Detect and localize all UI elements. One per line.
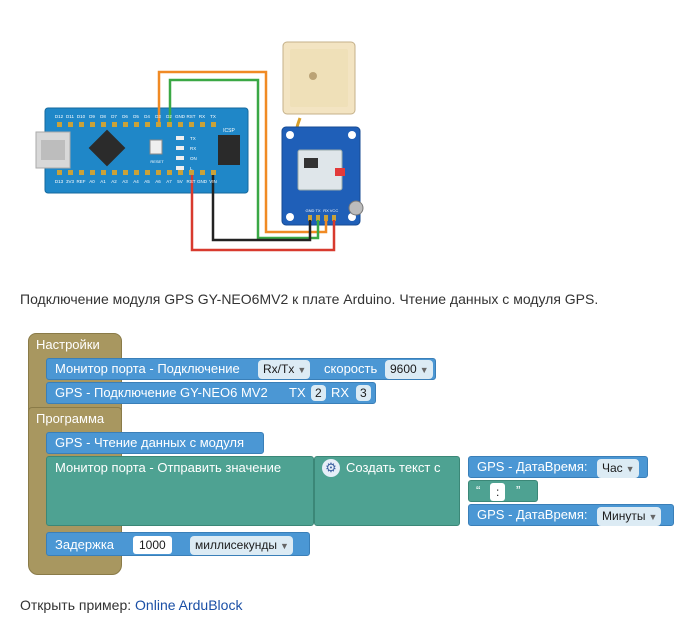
delay-value-field[interactable]: 1000: [133, 536, 172, 554]
svg-text:ICSP: ICSP: [223, 128, 235, 134]
gps-tx-label: TX: [289, 385, 306, 400]
gear-icon[interactable]: ⚙: [322, 459, 340, 477]
arduino-bottom-pin-label: RST: [187, 179, 196, 184]
gps-datetime-minutes-label: GPS - ДатаВремя:: [477, 507, 588, 522]
arduino-bottom-pin-label: A1: [100, 179, 106, 184]
wires: [157, 70, 336, 252]
svg-text:RESET: RESET: [150, 159, 164, 164]
chevron-down-icon: ▼: [279, 541, 289, 551]
chevron-down-icon: ▼: [648, 512, 658, 522]
serial-port-value: Rx/Tx: [263, 362, 295, 376]
gps-read-label: GPS - Чтение данных с модуля: [55, 435, 245, 450]
arduino-bottom-pin-label: 5V: [177, 179, 183, 184]
arduino-led-label: L: [190, 166, 193, 171]
serial-send-label: Монитор порта - Отправить значение: [55, 460, 282, 475]
datetime-hour-dropdown[interactable]: Час▼: [597, 459, 639, 478]
arduino-bottom-pin-label: REF: [77, 179, 86, 184]
arduino-bottom-pin-label: A3: [122, 179, 128, 184]
arduino-top-pin-label: D5: [133, 114, 139, 119]
arduino-top-pin-label: D2: [166, 114, 172, 119]
arduino-bottom-pin-label: A7: [166, 179, 172, 184]
arduino-top-pin-label: D4: [144, 114, 150, 119]
arduino-top-pin-label: TX: [210, 114, 216, 119]
arduino-top-pin-label: D11: [66, 114, 74, 119]
arduino-top-pin-label: D10: [77, 114, 86, 119]
arduino-bottom-pin-label: GND: [197, 179, 208, 184]
gps-rx-label: RX: [331, 385, 350, 400]
arduino-bottom-pin-label: VIN: [209, 179, 217, 184]
gps-antenna: [282, 41, 356, 135]
gps-rx-field[interactable]: 3: [356, 385, 371, 401]
arduino-bottom-pin-label: 3V3: [66, 179, 75, 184]
chevron-down-icon: ▼: [419, 365, 429, 375]
delay-unit-dropdown[interactable]: миллисекунды▼: [190, 536, 293, 555]
arduino-top-pin-label: D9: [89, 114, 95, 119]
arduino-led-label: ON: [190, 156, 197, 161]
arduino-nano-board: ICSP RESET: [35, 107, 249, 194]
setup-block-title: Настройки: [36, 337, 100, 352]
arduino-bottom-pin-label: A5: [144, 179, 150, 184]
delay-unit-value: миллисекунды: [195, 538, 277, 552]
arduino-bottom-pin-label: A0: [89, 179, 95, 184]
online-ardublock-link[interactable]: Online ArduBlock: [135, 597, 243, 613]
create-text-label: Создать текст с: [346, 460, 441, 475]
gps-pin-label: RX: [323, 208, 329, 213]
serial-speed-label: скорость: [324, 361, 378, 376]
arduino-led-label: TX: [190, 136, 196, 141]
quote-open: “: [476, 483, 481, 498]
arduino-top-pin-label: GND: [175, 114, 186, 119]
serial-connect-block[interactable]: [46, 358, 436, 380]
arduino-top-pin-label: D3: [155, 114, 161, 119]
datetime-minutes-value: Минуты: [602, 509, 646, 523]
datetime-hour-value: Час: [602, 461, 623, 475]
gps-module-board: [281, 126, 364, 226]
gps-pin-label: TX: [315, 208, 320, 213]
gps-pin-label: VCC: [330, 208, 339, 213]
arduino-bottom-pin-label: A2: [111, 179, 117, 184]
serial-speed-value: 9600: [390, 362, 417, 376]
chevron-down-icon: ▼: [297, 365, 307, 375]
arduino-top-pin-label: D12: [55, 114, 64, 119]
arduino-top-pin-label: D6: [122, 114, 128, 119]
gps-read-block[interactable]: [46, 432, 264, 454]
arduino-top-pin-label: D7: [111, 114, 117, 119]
chevron-down-icon: ▼: [625, 464, 635, 474]
arduino-top-pin-label: D8: [100, 114, 106, 119]
serial-speed-dropdown[interactable]: 9600▼: [385, 360, 433, 379]
gps-datetime-hour-label: GPS - ДатаВремя:: [477, 459, 588, 474]
caption-text: Подключение модуля GPS GY-NEO6MV2 к плат…: [20, 291, 599, 307]
arduino-top-pin-label: RST: [187, 114, 196, 119]
gps-connect-block[interactable]: [46, 382, 376, 404]
quote-close: ”: [516, 483, 521, 498]
open-example-label: Открыть пример:: [20, 597, 136, 613]
arduino-bottom-pin-label: A6: [155, 179, 161, 184]
gps-pin-label: GND: [306, 208, 315, 213]
arduino-bottom-pin-label: A4: [133, 179, 139, 184]
separator-text-field[interactable]: :: [490, 483, 506, 501]
open-example-line: Открыть пример: Online ArduBlock: [20, 597, 242, 613]
arduino-led-label: RX: [190, 146, 196, 151]
gps-connect-label: GPS - Подключение GY-NEO6 MV2: [55, 385, 268, 400]
serial-send-block[interactable]: [46, 456, 314, 526]
serial-port-dropdown[interactable]: Rx/Tx▼: [258, 360, 311, 379]
arduino-top-pin-label: RX: [199, 114, 205, 119]
arduino-bottom-pin-label: D13: [55, 179, 64, 184]
program-block-title: Программа: [36, 411, 105, 426]
gps-tx-field[interactable]: 2: [311, 385, 326, 401]
delay-label: Задержка: [55, 537, 115, 552]
serial-connect-label: Монитор порта - Подключение: [55, 361, 240, 376]
datetime-minutes-dropdown[interactable]: Минуты▼: [597, 507, 662, 526]
